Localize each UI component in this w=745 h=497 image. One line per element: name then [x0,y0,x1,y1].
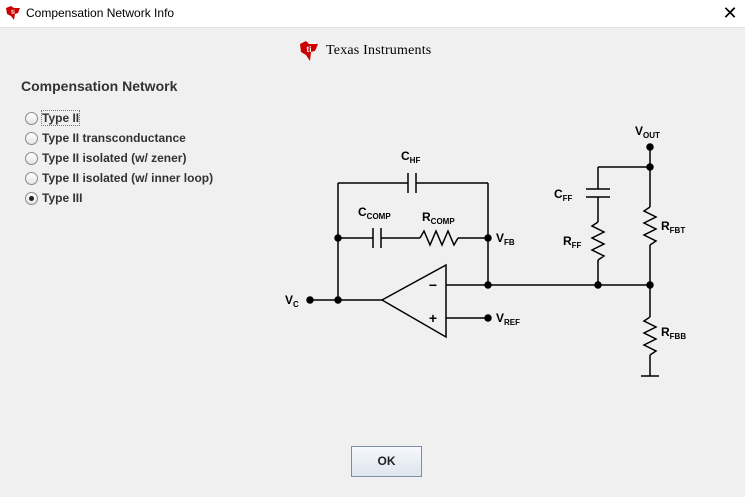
radio-label[interactable]: Type II [40,110,81,126]
section-title: Compensation Network [21,78,178,94]
op-amp-plus: + [429,310,437,326]
vc-node [306,296,314,304]
ti-logo-icon: ti [6,6,20,20]
radio-label[interactable]: Type II isolated (w/ inner loop) [42,171,214,185]
window-title: Compensation Network Info [26,6,175,20]
vout-label: VOUT [635,124,660,140]
radio-button[interactable] [25,152,38,165]
op-amp-minus: − [429,277,437,293]
rfbt-resistor [642,206,658,246]
cff-label: CFF [554,187,573,203]
vfb-node [484,234,492,242]
radio-button[interactable] [25,112,38,125]
radio-button-selected[interactable] [25,192,38,205]
rfbt-label: RFBT [661,219,685,235]
ti-logo-icon: ti [300,41,318,61]
svg-text:ti: ti [307,45,312,54]
rfbb-label: RFBB [661,325,686,341]
svg-text:ti: ti [11,10,15,16]
ok-button[interactable]: OK [351,446,422,477]
rcomp-resistor [419,229,459,247]
op-amp [380,263,447,339]
close-icon[interactable]: ✕ [722,3,738,23]
rff-resistor [590,221,606,261]
vc-label: VC [285,293,299,309]
vfb-label: VFB [496,231,515,247]
radio-button[interactable] [25,132,38,145]
rcomp-label: RCOMP [422,210,455,226]
title-bar: ti Compensation Network Info ✕ [0,0,745,28]
logo-text: Texas Instruments [326,43,432,58]
rfbb-resistor [642,316,658,356]
rff-label: RFF [563,234,582,250]
radio-label[interactable]: Type II isolated (w/ zener) [42,151,187,165]
vref-label: VREF [496,311,520,327]
radio-label[interactable]: Type III [42,191,83,205]
radio-label[interactable]: Type II transconductance [42,131,186,145]
chf-label: CHF [401,149,420,165]
ccomp-label: CCOMP [358,205,391,221]
radio-button[interactable] [25,172,38,185]
junction-dot [484,281,492,289]
vref-node [484,314,492,322]
